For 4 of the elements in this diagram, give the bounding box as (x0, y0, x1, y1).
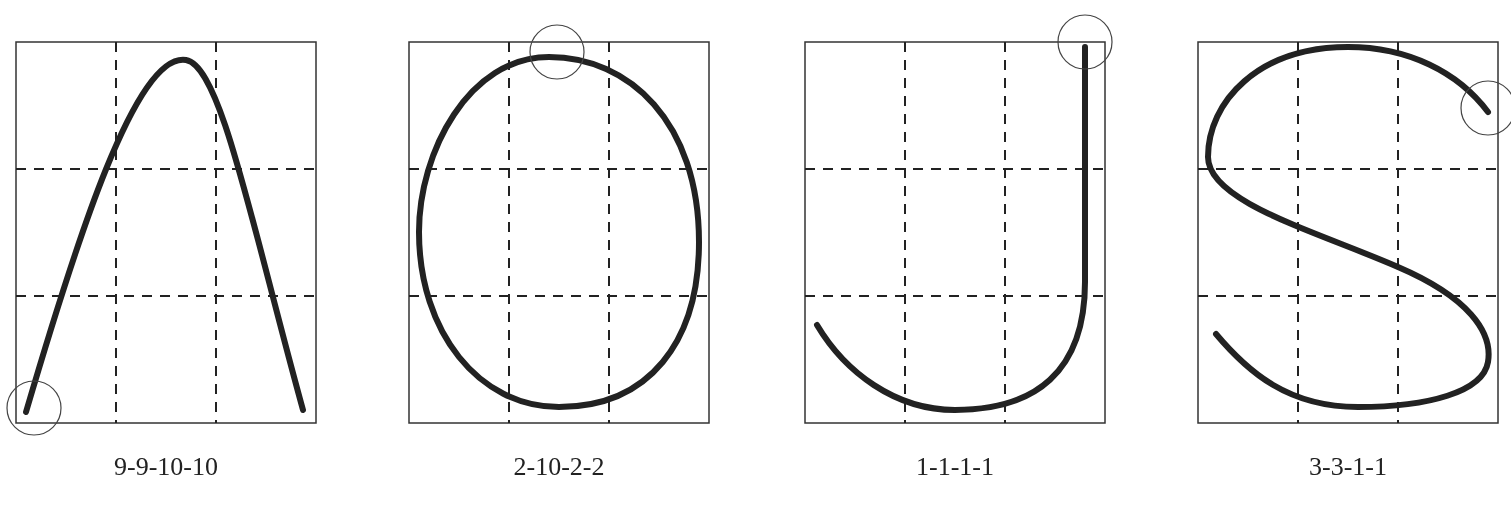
stroke-code-label: 2-10-2-2 (513, 452, 605, 482)
stroke-code-label: 9-9-10-10 (114, 452, 218, 482)
stroke-code-label: 3-3-1-1 (1309, 452, 1387, 482)
stroke-code-label: 1-1-1-1 (916, 452, 994, 482)
